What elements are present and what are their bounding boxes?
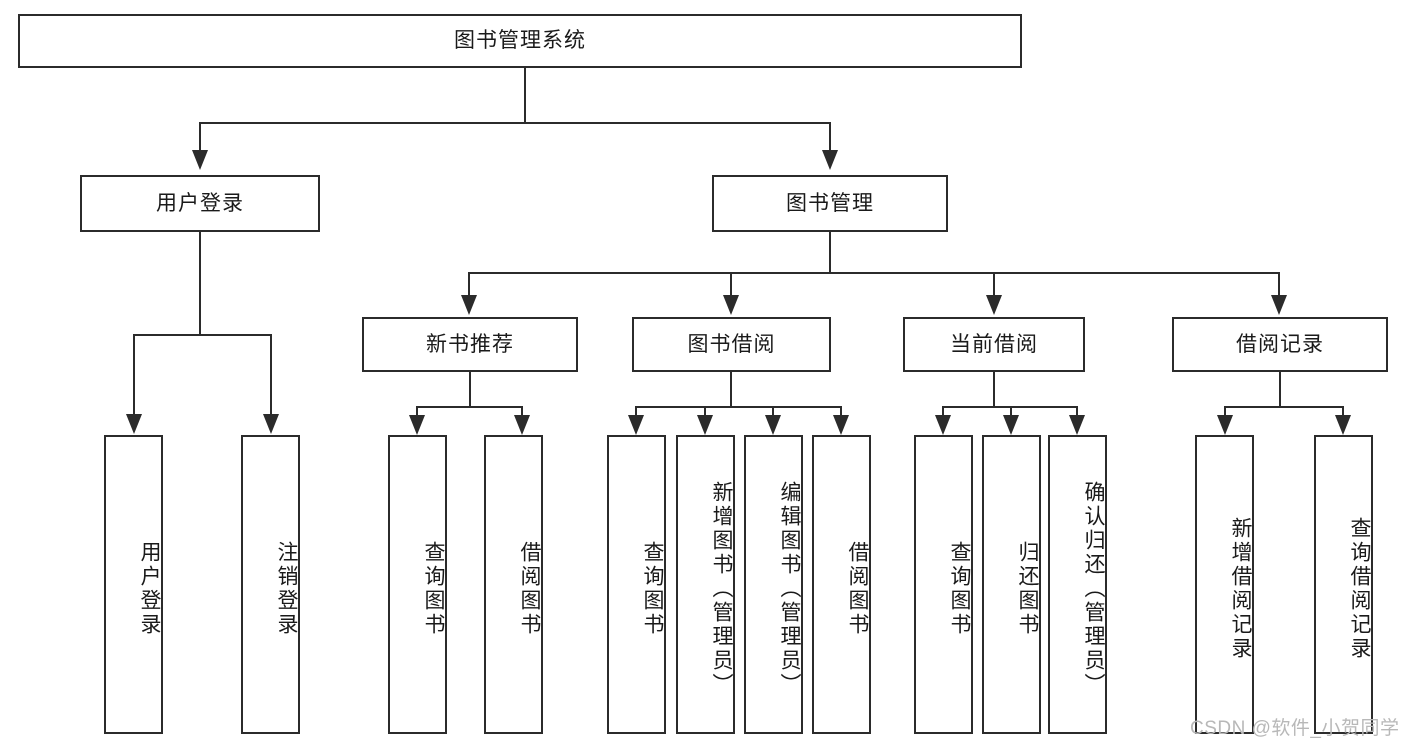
leaf-nbr-borrow-book[interactable]: 借阅图书	[484, 435, 543, 734]
node-label: 新书推荐	[426, 332, 514, 356]
connector-cb-drop-2	[1010, 406, 1012, 418]
node-label: 图书管理系统	[454, 29, 586, 53]
connector-bm-drop-1	[468, 272, 470, 297]
leaf-bb-borrow-book[interactable]: 借阅图书	[812, 435, 871, 734]
connector-nbr-drop-2	[521, 406, 523, 418]
node-borrow-record[interactable]: 借阅记录	[1172, 317, 1388, 372]
connector-bb-drop-2	[704, 406, 706, 418]
connector-bb-stem	[730, 372, 732, 408]
node-label: 当前借阅	[950, 332, 1038, 356]
connector-root-to-book-management	[829, 122, 831, 152]
connector-br-drop-2	[1342, 406, 1344, 418]
connector-nbr-drop-1	[416, 406, 418, 418]
connector-br-drop-1	[1224, 406, 1226, 418]
node-label: 图书管理	[786, 191, 874, 215]
connector-bb-drop-4	[840, 406, 842, 418]
arrow-root-to-user-login	[192, 150, 208, 170]
arrow-user-login-to-leaf-2	[263, 414, 279, 434]
connector-bm-drop-3	[993, 272, 995, 297]
node-label: 查询借阅记录	[1348, 516, 1371, 661]
connector-user-login-drop-1	[133, 334, 135, 416]
watermark-csdn: CSDN @软件_小贺同学	[1190, 718, 1400, 739]
arrow-bm-to-borrow-record	[1271, 295, 1287, 315]
connector-br-bar	[1224, 406, 1344, 408]
connector-nbr-stem	[469, 372, 471, 408]
connector-bb-drop-1	[635, 406, 637, 418]
connector-book-management-bar	[468, 272, 1280, 274]
arrow-bb-to-leaf-2	[697, 415, 713, 435]
arrow-nbr-to-leaf-1	[409, 415, 425, 435]
leaf-bb-query-book[interactable]: 查询图书	[607, 435, 666, 734]
connector-cb-drop-3	[1076, 406, 1078, 418]
node-book-management[interactable]: 图书管理	[712, 175, 948, 232]
connector-bb-drop-3	[772, 406, 774, 418]
leaf-cb-query-book[interactable]: 查询图书	[914, 435, 973, 734]
arrow-root-to-book-management	[822, 150, 838, 170]
node-label: 借阅记录	[1236, 332, 1324, 356]
node-label: 查询图书	[422, 540, 445, 637]
arrow-br-to-leaf-1	[1217, 415, 1233, 435]
node-new-book-recommend[interactable]: 新书推荐	[362, 317, 578, 372]
arrow-bm-to-new-book-recommend	[461, 295, 477, 315]
arrow-bm-to-book-borrow	[723, 295, 739, 315]
arrow-cb-to-leaf-1	[935, 415, 951, 435]
arrow-bb-to-leaf-3	[765, 415, 781, 435]
connector-user-login-drop-2	[270, 334, 272, 416]
connector-book-management-stem	[829, 232, 831, 273]
arrow-user-login-to-leaf-1	[126, 414, 142, 434]
node-label: 新增借阅记录	[1229, 516, 1252, 661]
node-label: 查询图书	[641, 540, 664, 637]
node-label: 借阅图书	[518, 540, 541, 637]
arrow-nbr-to-leaf-2	[514, 415, 530, 435]
connector-cb-drop-1	[942, 406, 944, 418]
connector-root-to-user-login	[199, 122, 201, 152]
node-user-login[interactable]: 用户登录	[80, 175, 320, 232]
arrow-bb-to-leaf-4	[833, 415, 849, 435]
leaf-br-add-record[interactable]: 新增借阅记录	[1195, 435, 1254, 734]
leaf-user-login[interactable]: 用户登录	[104, 435, 163, 734]
leaf-nbr-query-book[interactable]: 查询图书	[388, 435, 447, 734]
arrow-bm-to-current-borrow	[986, 295, 1002, 315]
connector-bm-drop-2	[730, 272, 732, 297]
connector-cb-stem	[993, 372, 995, 408]
node-label: 用户登录	[156, 191, 244, 215]
connector-user-login-bar	[133, 334, 272, 336]
leaf-cb-confirm-return-admin[interactable]: 确认归还（管理员）	[1048, 435, 1107, 734]
connector-user-login-stem	[199, 232, 201, 335]
node-label: 新增图书（管理员）	[710, 480, 733, 697]
connector-root-bar	[199, 122, 831, 124]
arrow-cb-to-leaf-3	[1069, 415, 1085, 435]
leaf-br-query-record[interactable]: 查询借阅记录	[1314, 435, 1373, 734]
leaf-bb-add-book-admin[interactable]: 新增图书（管理员）	[676, 435, 735, 734]
node-label: 注销登录	[275, 540, 298, 637]
node-label: 查询图书	[948, 540, 971, 637]
node-label: 确认归还（管理员）	[1082, 480, 1105, 697]
leaf-bb-edit-book-admin[interactable]: 编辑图书（管理员）	[744, 435, 803, 734]
node-root-book-management-system[interactable]: 图书管理系统	[18, 14, 1022, 68]
node-label: 归还图书	[1016, 540, 1039, 637]
connector-bm-drop-4	[1278, 272, 1280, 297]
node-label: 借阅图书	[846, 540, 869, 637]
node-label: 用户登录	[138, 540, 161, 637]
connector-br-stem	[1279, 372, 1281, 408]
node-current-borrow[interactable]: 当前借阅	[903, 317, 1085, 372]
connector-nbr-bar	[416, 406, 523, 408]
connector-cb-bar	[942, 406, 1077, 408]
arrow-cb-to-leaf-2	[1003, 415, 1019, 435]
leaf-user-logout[interactable]: 注销登录	[241, 435, 300, 734]
node-book-borrow[interactable]: 图书借阅	[632, 317, 831, 372]
connector-root-stem	[524, 68, 526, 123]
connector-bb-bar	[635, 406, 842, 408]
arrow-bb-to-leaf-1	[628, 415, 644, 435]
node-label: 编辑图书（管理员）	[778, 480, 801, 697]
leaf-cb-return-book[interactable]: 归还图书	[982, 435, 1041, 734]
arrow-br-to-leaf-2	[1335, 415, 1351, 435]
node-label: 图书借阅	[687, 332, 776, 356]
